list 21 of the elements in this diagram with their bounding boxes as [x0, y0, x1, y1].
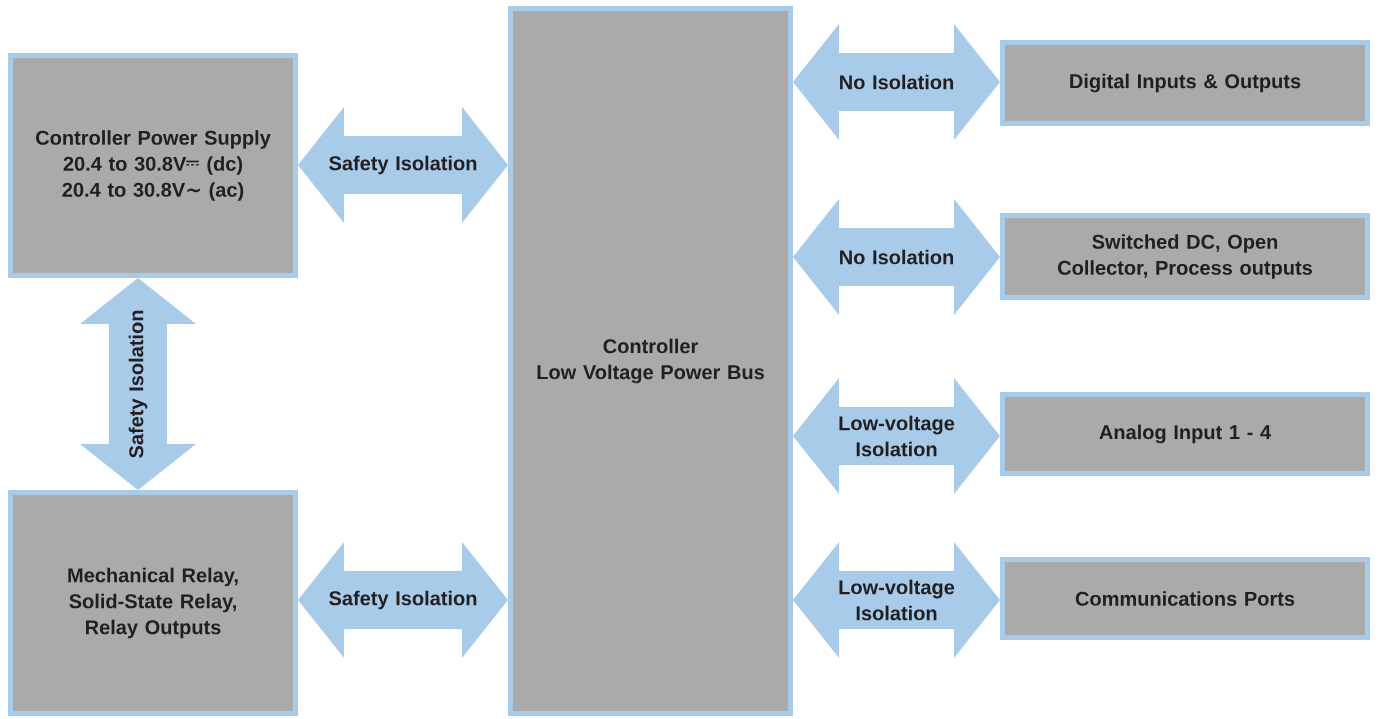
box: Switched DC, Open Collector, Process outputs — [1000, 213, 1370, 300]
edge-label: No Isolation — [840, 74, 954, 90]
box: Digital Inputs & Outputs — [1000, 40, 1370, 126]
box: Analog Input 1 - 4 — [1000, 392, 1370, 476]
edge-label: Safety Isolation — [329, 155, 477, 175]
edge-label: Low-voltage Isolation — [839, 579, 955, 621]
double-arrow — [79, 277, 197, 491]
double-arrow — [792, 377, 1001, 495]
double-arrow — [792, 541, 1001, 659]
box: Communications Ports — [1000, 557, 1370, 640]
double-arrow — [792, 198, 1001, 316]
double-arrow — [297, 106, 509, 224]
box: Controller Power Supply 20.4 to 30.8V (dc) 20.4 to 30.8V∼ (ac) — [8, 53, 298, 278]
edge-label: No Isolation — [840, 249, 954, 265]
edge-label: Low-voltage Isolation — [839, 415, 955, 457]
edge-label: Safety Isolation — [128, 310, 148, 458]
box: Mechanical Relay, Solid-State Relay, Relay Outputs — [8, 490, 298, 716]
double-arrow — [297, 541, 509, 659]
edge-label: Safety Isolation — [329, 590, 477, 610]
box: Controller Low Voltage Power Bus — [508, 6, 793, 716]
double-arrow — [792, 23, 1001, 141]
